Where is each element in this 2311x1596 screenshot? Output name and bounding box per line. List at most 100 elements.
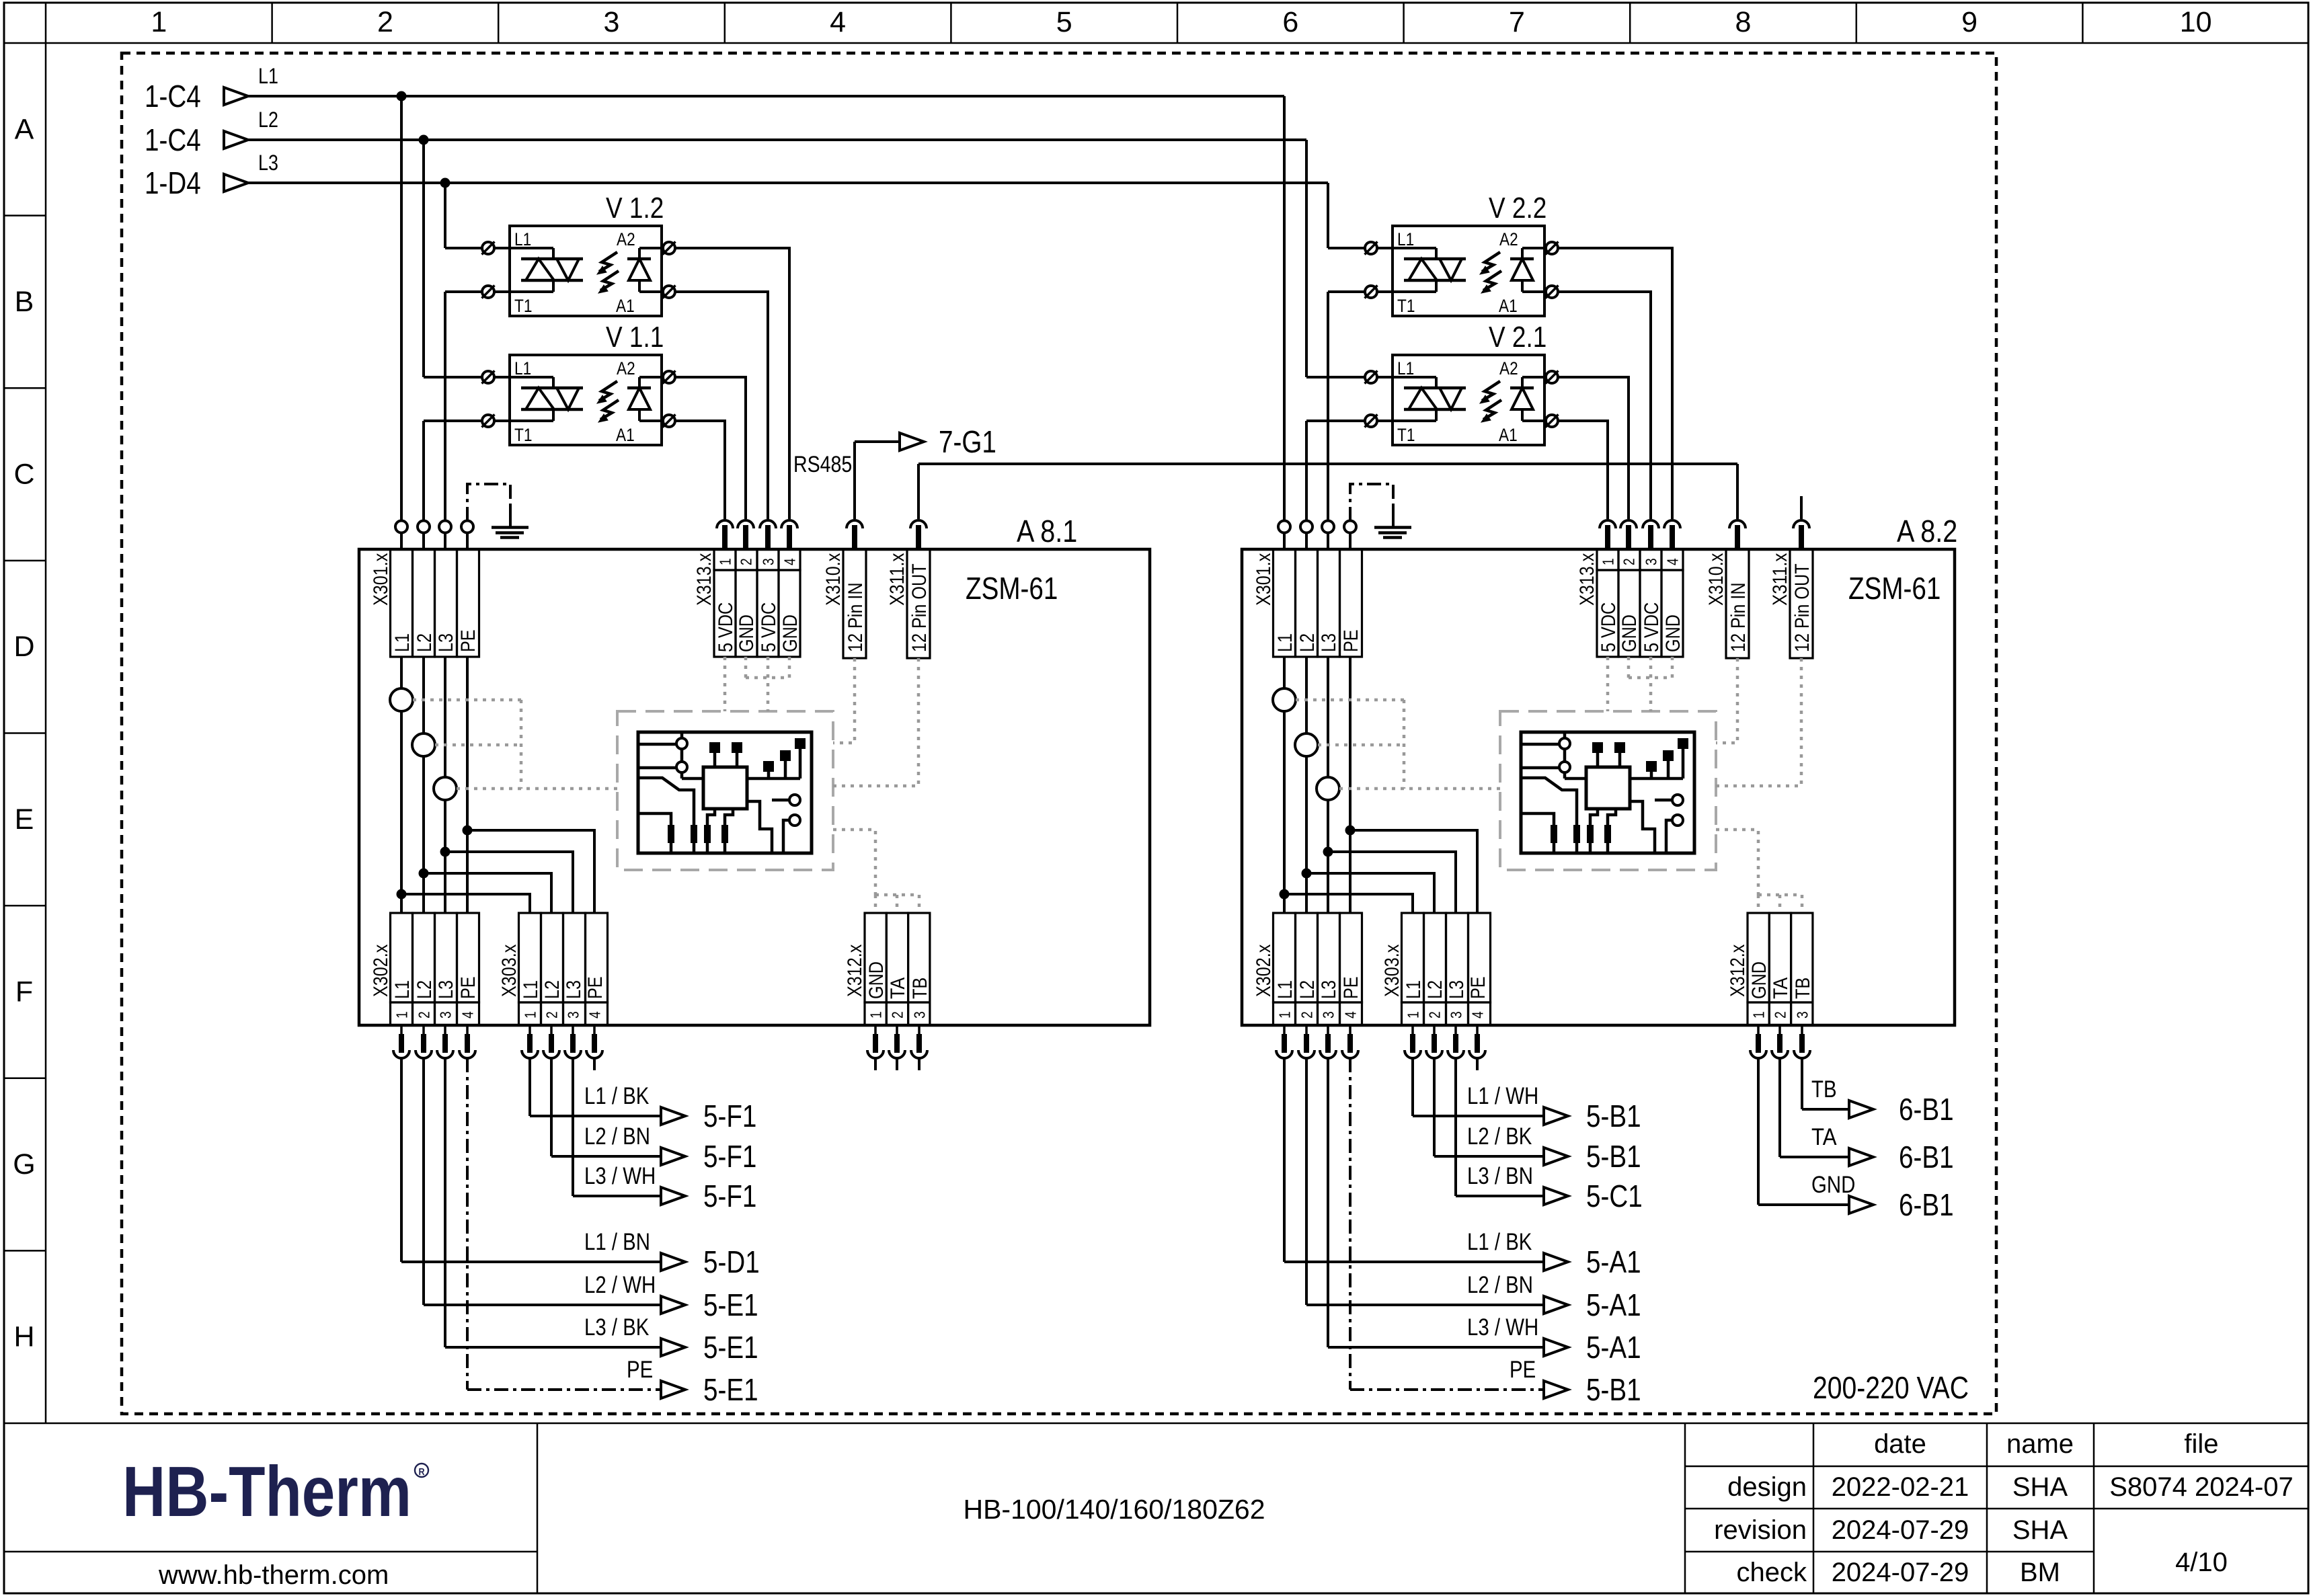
svg-text:L1: L1	[514, 358, 531, 378]
svg-text:L1: L1	[391, 980, 414, 999]
svg-text:S8074 2024-07: S8074 2024-07	[2109, 1472, 2294, 1502]
svg-text:L3: L3	[258, 151, 278, 175]
svg-text:5-F1: 5-F1	[703, 1179, 756, 1213]
svg-text:X312.x: X312.x	[844, 945, 866, 997]
svg-text:L1 / BK: L1 / BK	[1467, 1229, 1532, 1255]
svg-text:TA: TA	[887, 977, 909, 999]
svg-text:V 1.2: V 1.2	[606, 192, 664, 225]
svg-text:BM: BM	[2020, 1558, 2060, 1587]
svg-text:5-E1: 5-E1	[703, 1330, 758, 1365]
svg-text:6-B1: 6-B1	[1899, 1092, 1954, 1127]
svg-text:V 2.2: V 2.2	[1489, 192, 1546, 225]
svg-text:L3 / BN: L3 / BN	[1467, 1163, 1533, 1189]
svg-text:3: 3	[436, 1011, 454, 1019]
svg-text:1: 1	[867, 1011, 884, 1019]
svg-text:PE: PE	[627, 1357, 653, 1383]
svg-text:8: 8	[1735, 6, 1752, 38]
svg-text:A1: A1	[616, 296, 635, 316]
svg-text:L2: L2	[541, 980, 563, 999]
svg-text:5-B1: 5-B1	[1586, 1372, 1641, 1407]
svg-text:200-220 VAC: 200-220 VAC	[1813, 1370, 1969, 1405]
svg-text:L1: L1	[520, 980, 542, 999]
svg-text:1: 1	[716, 558, 734, 565]
svg-text:3: 3	[564, 1011, 582, 1019]
svg-text:2: 2	[737, 558, 754, 565]
svg-text:L2 / BN: L2 / BN	[1467, 1272, 1533, 1298]
svg-text:5-E1: 5-E1	[703, 1287, 758, 1322]
svg-text:2024-07-29: 2024-07-29	[1832, 1515, 1969, 1545]
svg-text:www.hb-therm.com: www.hb-therm.com	[158, 1560, 389, 1590]
svg-text:revision: revision	[1714, 1515, 1807, 1545]
svg-text:SHA: SHA	[2012, 1515, 2068, 1545]
svg-text:4: 4	[459, 1011, 476, 1019]
svg-text:5 VDC: 5 VDC	[758, 602, 780, 652]
svg-text:5-B1: 5-B1	[1586, 1139, 1641, 1174]
svg-text:file: file	[2184, 1429, 2218, 1459]
svg-text:B: B	[15, 286, 34, 318]
svg-text:E: E	[15, 803, 34, 836]
svg-text:T1: T1	[514, 425, 533, 445]
svg-text:GND: GND	[779, 614, 801, 652]
svg-text:1: 1	[521, 1011, 539, 1019]
svg-text:3: 3	[910, 1011, 928, 1019]
svg-text:PE: PE	[457, 629, 479, 652]
svg-text:PE: PE	[457, 976, 479, 999]
svg-text:A: A	[15, 113, 34, 145]
svg-text:D: D	[13, 631, 34, 663]
svg-text:GND: GND	[736, 614, 758, 652]
svg-text:L3 / WH: L3 / WH	[584, 1163, 656, 1189]
svg-text:V 2.1: V 2.1	[1489, 321, 1546, 354]
svg-text:10: 10	[2180, 6, 2212, 38]
svg-text:5-C1: 5-C1	[1586, 1179, 1643, 1213]
svg-text:X313.x: X313.x	[693, 553, 715, 606]
svg-text:2022-02-21: 2022-02-21	[1832, 1472, 1969, 1502]
svg-text:RS485: RS485	[793, 452, 852, 477]
svg-text:check: check	[1737, 1558, 1807, 1587]
svg-text:3: 3	[604, 6, 620, 38]
svg-text:SHA: SHA	[2012, 1472, 2068, 1502]
svg-text:6-B1: 6-B1	[1899, 1140, 1954, 1174]
svg-text:2: 2	[377, 6, 393, 38]
svg-text:X302.x: X302.x	[370, 945, 392, 997]
svg-text:TB: TB	[1811, 1076, 1837, 1103]
svg-text:7-G1: 7-G1	[939, 424, 996, 459]
svg-text:C: C	[13, 458, 34, 491]
svg-text:2: 2	[415, 1011, 432, 1019]
svg-text:5-A1: 5-A1	[1586, 1244, 1641, 1279]
svg-text:V 1.1: V 1.1	[606, 321, 664, 354]
svg-text:5-A1: 5-A1	[1586, 1330, 1641, 1365]
svg-text:L1 / BN: L1 / BN	[584, 1229, 650, 1255]
svg-text:L3 / BK: L3 / BK	[584, 1314, 649, 1341]
svg-text:X301.x: X301.x	[370, 553, 392, 606]
svg-text:A 8.1: A 8.1	[1017, 514, 1077, 549]
svg-text:5-B1: 5-B1	[1586, 1099, 1641, 1133]
svg-text:HB-Therm: HB-Therm	[122, 1452, 412, 1531]
svg-text:H: H	[13, 1321, 34, 1353]
svg-text:L2: L2	[414, 980, 436, 999]
svg-text:L3 / WH: L3 / WH	[1467, 1314, 1538, 1341]
svg-text:X303.x: X303.x	[498, 945, 520, 997]
svg-text:4: 4	[830, 6, 846, 38]
svg-text:design: design	[1727, 1472, 1807, 1502]
svg-text:GND: GND	[865, 961, 888, 999]
svg-text:PE: PE	[584, 976, 606, 999]
svg-text:L3: L3	[435, 633, 457, 652]
svg-text:3: 3	[759, 558, 777, 565]
svg-text:L1: L1	[391, 633, 414, 652]
svg-text:L3: L3	[435, 980, 457, 999]
svg-text:TB: TB	[909, 977, 931, 999]
svg-text:4/10: 4/10	[2175, 1548, 2228, 1577]
svg-text:4: 4	[586, 1011, 603, 1019]
svg-text:5-E1: 5-E1	[703, 1372, 758, 1407]
svg-text:12 Pin OUT: 12 Pin OUT	[908, 563, 931, 652]
svg-text:F: F	[15, 975, 33, 1008]
svg-text:5-D1: 5-D1	[703, 1244, 760, 1279]
svg-text:2024-07-29: 2024-07-29	[1832, 1558, 1969, 1587]
svg-text:L1 / WH: L1 / WH	[1467, 1083, 1538, 1109]
svg-text:A 8.2: A 8.2	[1897, 514, 1957, 549]
svg-text:GND: GND	[1811, 1172, 1855, 1198]
svg-text:L2 / BK: L2 / BK	[1467, 1123, 1532, 1150]
svg-text:2: 2	[543, 1011, 560, 1019]
svg-text:7: 7	[1509, 6, 1525, 38]
svg-text:2: 2	[888, 1011, 906, 1019]
